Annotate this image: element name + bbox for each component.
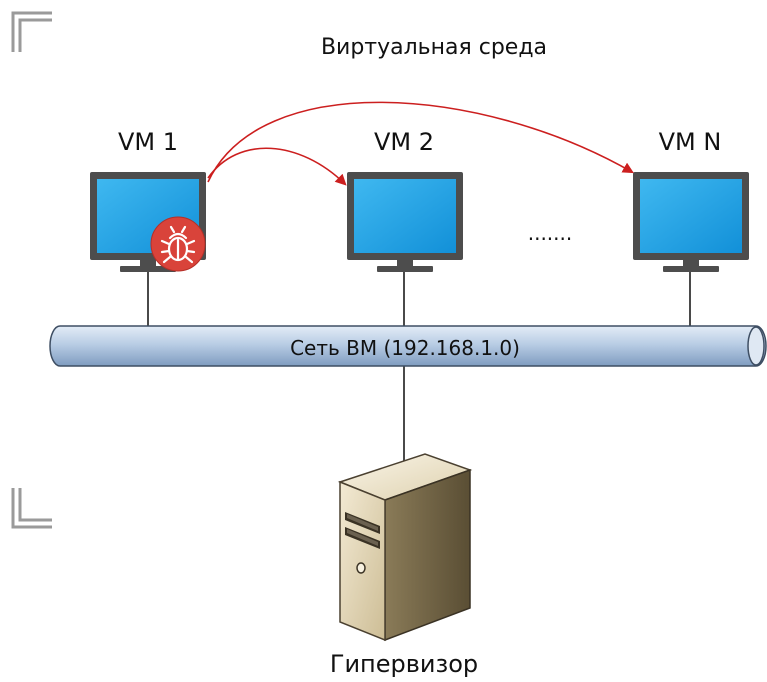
diagram-title: Виртуальная среда bbox=[321, 35, 547, 60]
arrow-to-vmn bbox=[207, 101, 634, 183]
arrow-to-vm2 bbox=[207, 147, 347, 186]
monitor-icon bbox=[347, 172, 463, 272]
infection-arrows bbox=[207, 101, 634, 186]
server-tower-icon bbox=[337, 453, 473, 642]
more-vms-ellipsis: ....... bbox=[528, 221, 573, 245]
network-label: Сеть ВМ (192.168.1.0) bbox=[290, 336, 520, 360]
hypervisor-label: Гипервизор bbox=[330, 650, 478, 678]
frame-corner-icon bbox=[11, 11, 52, 52]
vm-label-n: VM N bbox=[659, 128, 722, 156]
bug-icon bbox=[150, 216, 206, 272]
vm-label-1: VM 1 bbox=[118, 128, 178, 156]
network-pipe bbox=[49, 325, 767, 367]
monitor-icon bbox=[633, 172, 749, 272]
frame-corner-icon bbox=[11, 488, 52, 529]
vm-label-2: VM 2 bbox=[374, 128, 434, 156]
vm-connection-lines bbox=[147, 272, 691, 462]
